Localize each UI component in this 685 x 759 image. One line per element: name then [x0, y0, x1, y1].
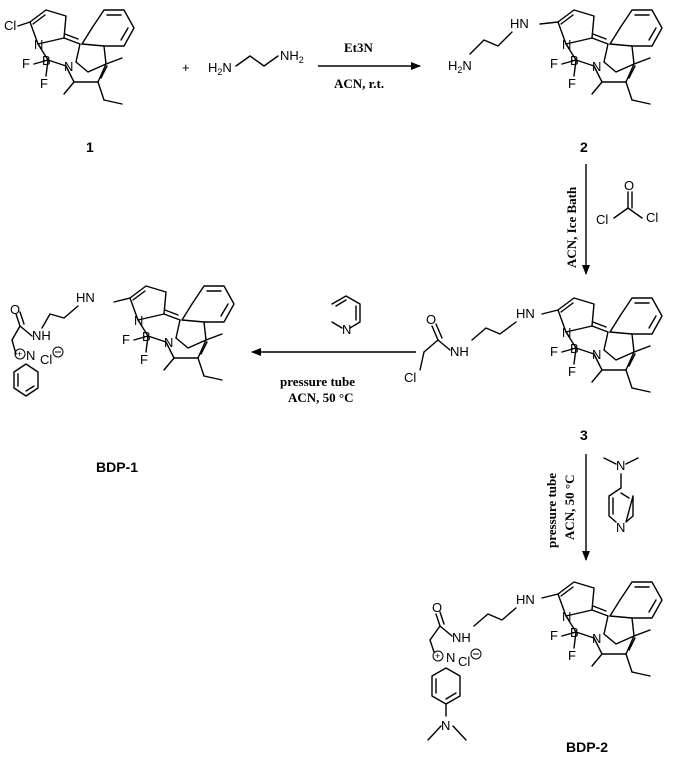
svg-text:N: N [616, 520, 625, 535]
svg-text:+: + [435, 651, 440, 661]
svg-text:NH2: NH2 [280, 48, 304, 65]
svg-text:O: O [10, 302, 20, 317]
bdp1-label: BDP-1 [96, 459, 138, 475]
bdp2-structure [541, 581, 663, 677]
dmap-structure: N N [603, 457, 639, 535]
chloroacetyl-chloride-structure: Cl O Cl [596, 178, 658, 227]
compound-2-label: 2 [580, 139, 588, 155]
step4-conditions-line1: pressure tube [544, 473, 559, 548]
svg-text:HN: HN [76, 290, 95, 305]
step1-conditions: ACN, r.t. [334, 76, 384, 91]
svg-text:H2N: H2N [208, 60, 232, 77]
compound-3-structure [541, 297, 663, 393]
plus-sign: + [182, 60, 190, 75]
svg-text:NH: NH [452, 630, 471, 645]
bdp2-label: BDP-2 [566, 739, 608, 755]
svg-text:Cl: Cl [404, 370, 416, 385]
svg-text:N: N [26, 348, 35, 363]
step2-conditions: ACN, Ice Bath [564, 186, 579, 268]
svg-text:O: O [624, 178, 634, 193]
svg-text:N: N [616, 458, 625, 473]
svg-text:HN: HN [516, 592, 535, 607]
svg-text:NH: NH [32, 328, 51, 343]
svg-text:Cl: Cl [458, 654, 470, 669]
svg-text:HN: HN [516, 306, 535, 321]
compound-2-sidechain: HN H2N [448, 16, 529, 75]
step4-conditions-line2: ACN, 50 °C [562, 474, 577, 540]
compound-2-structure [539, 9, 663, 105]
svg-text:NH: NH [450, 344, 469, 359]
bdp2-sidechain: HN NH O + N Cl N [427, 592, 535, 741]
compound-1-structure: Cl [4, 9, 135, 105]
compound-3-sidechain: HN NH O Cl [404, 306, 535, 385]
svg-text:H2N: H2N [448, 58, 472, 75]
svg-text:O: O [432, 600, 442, 615]
svg-text:Cl: Cl [4, 18, 16, 33]
svg-text:Cl: Cl [596, 212, 608, 227]
ethylenediamine-structure: H2N NH2 [208, 48, 304, 77]
svg-text:HN: HN [510, 16, 529, 31]
step3-conditions-line2: ACN, 50 °C [288, 390, 354, 405]
svg-text:+: + [17, 349, 22, 359]
svg-text:N: N [446, 650, 455, 665]
step3-conditions-line1: pressure tube [280, 374, 355, 389]
compound-1-label: 1 [86, 139, 94, 155]
svg-text:Cl: Cl [646, 210, 658, 225]
bdp1-structure [113, 285, 235, 381]
bdp1-sidechain: HN NH O + N Cl [10, 290, 95, 397]
svg-text:O: O [426, 312, 436, 327]
compound-3-label: 3 [580, 427, 588, 443]
step1-reagent: Et3N [344, 40, 374, 55]
pyridine-structure: N [331, 295, 361, 337]
svg-text:N: N [441, 718, 450, 733]
svg-text:Cl: Cl [40, 352, 52, 367]
svg-text:N: N [342, 322, 351, 337]
